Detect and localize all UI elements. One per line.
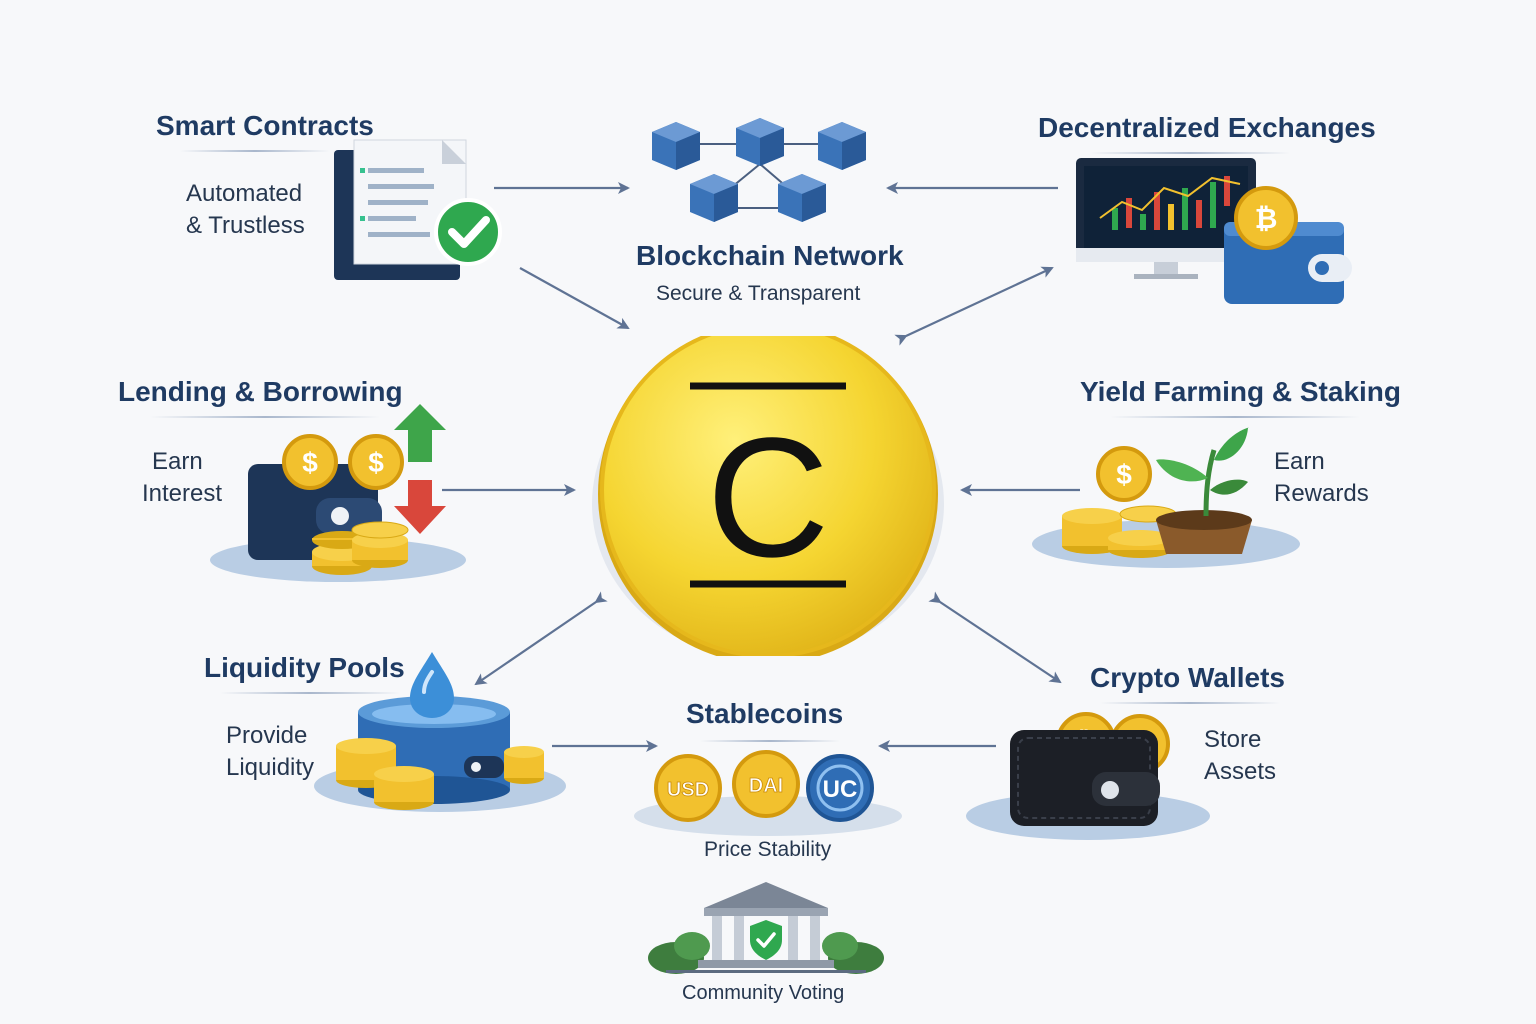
stablecoins-caption: Price Stability [704, 838, 832, 861]
svg-text:$: $ [1116, 459, 1132, 490]
yield-subtitle: Earn Rewards [1274, 446, 1369, 510]
cube-4 [690, 174, 738, 222]
coin-stack [312, 521, 409, 575]
wallets-subtitle: Store Assets [1204, 724, 1276, 788]
cube-1 [652, 122, 700, 170]
crypto-wallet-icon: ₿ ₿ [966, 712, 1210, 840]
smart-contracts-line-1: Automated [186, 180, 303, 207]
svg-text:$: $ [368, 447, 384, 478]
water-drop-icon [410, 652, 454, 718]
liquidity-line-1: Provide [226, 722, 308, 749]
dai-coin: DAI [732, 750, 800, 818]
stablecoins-icon: USD DAI UC [634, 750, 902, 836]
cube-3 [818, 122, 866, 170]
smart-contracts-line-2: & Trustless [186, 212, 305, 239]
yield-line-1: Earn [1274, 448, 1325, 475]
arrow-up-icon [394, 404, 446, 462]
center-coin: C [586, 322, 950, 664]
blockchain-cubes-icon [652, 118, 866, 222]
liquidity-pool-icon [314, 652, 566, 812]
dollar-coin-1: $ [282, 434, 338, 490]
liquidity-title: Liquidity Pools [204, 652, 405, 683]
uc-coin: UC [806, 754, 874, 822]
smart-contracts-title: Smart Contracts [156, 110, 374, 141]
lending-wallet-icon: $ $ [210, 404, 466, 582]
dai-coin-label: DAI [749, 775, 783, 797]
shield-check-icon [750, 920, 782, 960]
wallets-line-1: Store [1204, 726, 1262, 753]
cube-2 [736, 118, 784, 166]
usd-coin: USD [654, 754, 722, 822]
contract-document-icon [334, 139, 502, 280]
governance-caption: Community Voting [682, 982, 845, 1004]
plant-coins-icon: $ [1032, 427, 1300, 568]
yield-title: Yield Farming & Staking [1080, 376, 1402, 407]
usd-coin-label: USD [667, 779, 709, 801]
blockchain-title: Blockchain Network [636, 240, 904, 271]
wallets-line-2: Assets [1204, 758, 1277, 785]
lending-subtitle: Earn Interest [142, 446, 222, 510]
yield-dollar-coin: $ [1096, 446, 1152, 502]
arrow-down-icon [394, 480, 446, 534]
trading-monitor-icon: ₿ [1076, 158, 1352, 304]
bank-building-icon [648, 882, 884, 974]
arrow-contracts-to-center [519, 267, 630, 329]
dollar-coin-2: $ [348, 434, 404, 490]
candlestick-chart [1099, 176, 1241, 230]
arrow-center-dex [894, 266, 1054, 346]
stablecoins-title: Stablecoins [686, 698, 844, 729]
lending-title: Lending & Borrowing [118, 376, 403, 407]
liquidity-coin-stack [336, 738, 544, 810]
yield-line-2: Rewards [1274, 480, 1369, 507]
svg-text:$: $ [302, 447, 318, 478]
liquidity-line-2: Liquidity [226, 754, 315, 781]
center-symbol: C [707, 403, 830, 593]
uc-coin-label: UC [823, 776, 858, 803]
blockchain-caption: Secure & Transparent [656, 282, 861, 305]
wallets-title: Crypto Wallets [1090, 662, 1285, 693]
cube-5 [778, 174, 826, 222]
lending-line-2: Interest [142, 480, 223, 507]
arrow-center-liquidity [474, 591, 608, 686]
center-coin-icon: C [592, 322, 944, 664]
liquidity-subtitle: Provide Liquidity [226, 720, 314, 784]
lending-line-1: Earn [152, 448, 203, 475]
dex-title: Decentralized Exchanges [1038, 112, 1376, 143]
leaf-icon [1214, 427, 1249, 461]
dex-bitcoin-coin [1234, 186, 1298, 250]
smart-contracts-subtitle: Automated & Trustless [186, 178, 305, 242]
arrow-center-wallets [928, 591, 1062, 684]
dex-coin-symbol: ₿ [1255, 203, 1278, 234]
